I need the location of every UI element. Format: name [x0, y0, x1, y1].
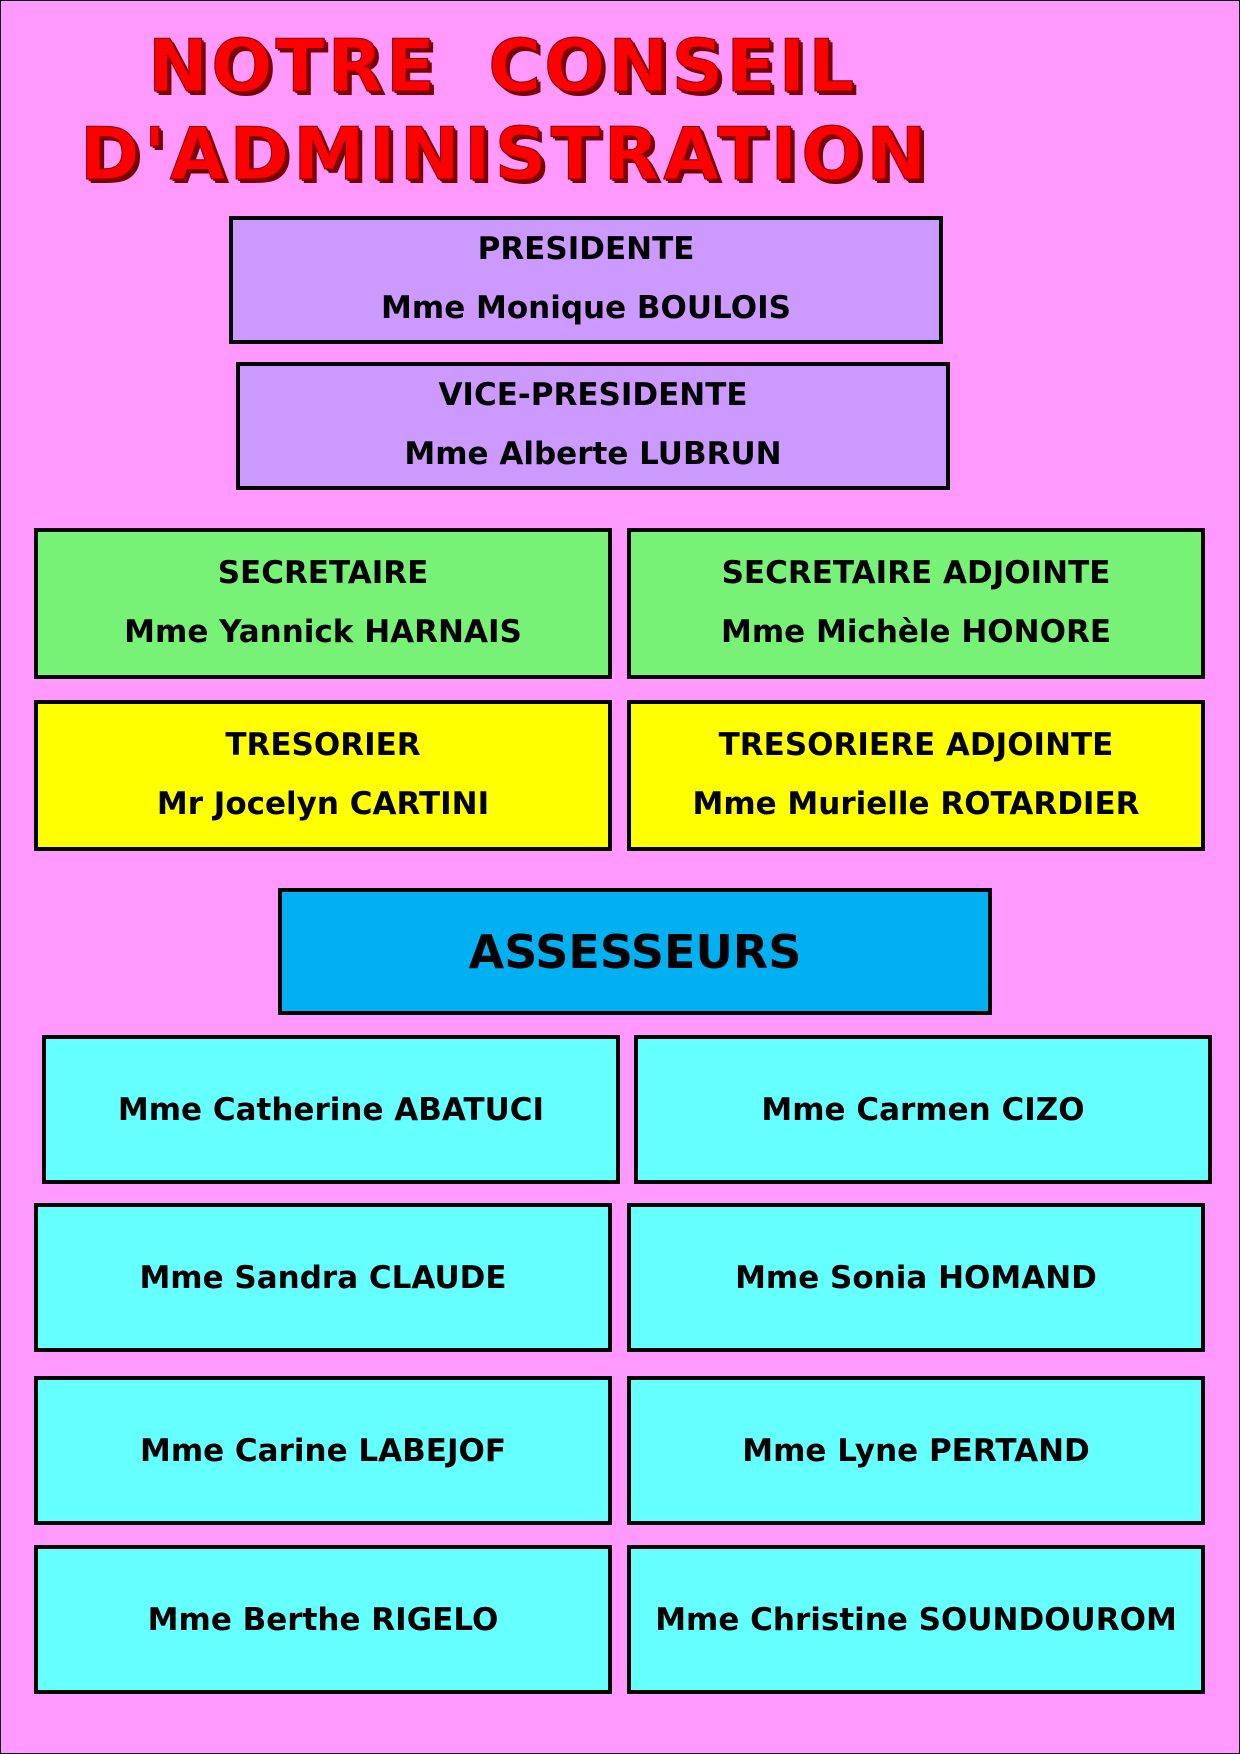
tresoriere-adjointe-name: Mme Murielle ROTARDIER [692, 786, 1140, 822]
assesseur-name: Mme Sandra CLAUDE [139, 1259, 507, 1296]
tresoriere-adjointe-role: TRESORIERE ADJOINTE [718, 727, 1114, 763]
assesseur-box: Mme Lyne PERTAND [627, 1376, 1205, 1525]
page-title-line-2: D'ADMINISTRATION [80, 112, 931, 196]
secretaire-role: SECRETAIRE [217, 555, 429, 591]
secretaire-adjointe-name: Mme Michèle HONORE [721, 614, 1111, 650]
secretaire-adjointe-role: SECRETAIRE ADJOINTE [721, 555, 1111, 591]
assesseur-name: Mme Sonia HOMAND [735, 1259, 1097, 1296]
vice-president-name: Mme Alberte LUBRUN [404, 436, 782, 472]
assesseur-name: Mme Carine LABEJOF [139, 1432, 507, 1469]
assesseur-box: Mme Berthe RIGELO [34, 1545, 612, 1694]
assesseur-name: Mme Catherine ABATUCI [117, 1091, 545, 1128]
vice-president-role: VICE-PRESIDENTE [438, 377, 748, 413]
secretaire-name: Mme Yannick HARNAIS [124, 614, 522, 650]
assesseurs-heading-box: ASSESSEURS [278, 888, 992, 1015]
tresoriere-adjointe-box: TRESORIERE ADJOINTE Mme Murielle ROTARDI… [627, 700, 1205, 851]
secretaire-adjointe-box: SECRETAIRE ADJOINTE Mme Michèle HONORE [627, 528, 1205, 679]
tresorier-box: TRESORIER Mr Jocelyn CARTINI [34, 700, 612, 851]
assesseur-box: Mme Carine LABEJOF [34, 1376, 612, 1525]
secretaire-box: SECRETAIRE Mme Yannick HARNAIS [34, 528, 612, 679]
president-box: PRESIDENTE Mme Monique BOULOIS [229, 216, 943, 344]
assesseur-box: Mme Christine SOUNDOUROM [627, 1545, 1205, 1694]
assesseur-box: Mme Sandra CLAUDE [34, 1203, 612, 1352]
tresorier-name: Mr Jocelyn CARTINI [156, 786, 490, 822]
assesseur-name: Mme Carmen CIZO [761, 1091, 1085, 1128]
president-name: Mme Monique BOULOIS [381, 290, 791, 326]
assesseur-box: Mme Catherine ABATUCI [42, 1035, 620, 1184]
vice-president-box: VICE-PRESIDENTE Mme Alberte LUBRUN [236, 362, 950, 490]
president-role: PRESIDENTE [477, 231, 695, 267]
tresorier-role: TRESORIER [225, 727, 421, 763]
assesseur-name: Mme Christine SOUNDOUROM [655, 1601, 1177, 1638]
assesseurs-heading: ASSESSEURS [468, 924, 802, 979]
assesseur-box: Mme Sonia HOMAND [627, 1203, 1205, 1352]
assesseur-box: Mme Carmen CIZO [634, 1035, 1212, 1184]
assesseur-name: Mme Berthe RIGELO [147, 1601, 499, 1638]
assesseur-name: Mme Lyne PERTAND [742, 1432, 1090, 1469]
page-title-line-1: NOTRE CONSEIL [147, 24, 858, 108]
